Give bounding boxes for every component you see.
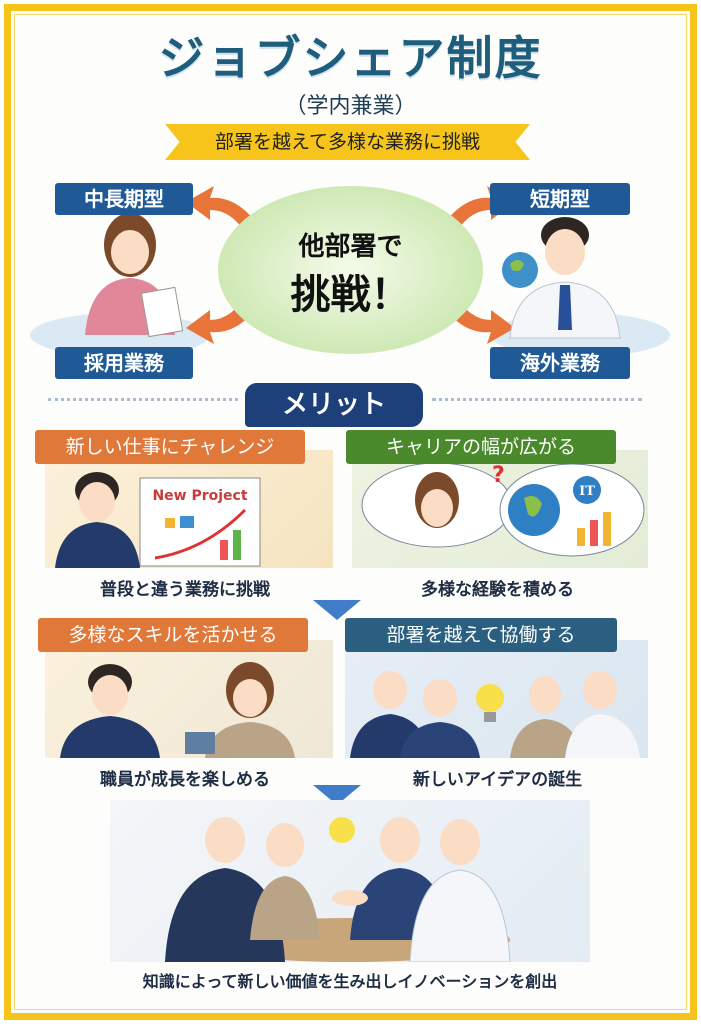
tag-recruiting: 採用業務 [55,347,193,379]
woman-illustration [85,213,184,338]
center-text-line2: 挑戦！ [290,272,411,318]
tag-overseas: 海外業務 [490,347,630,379]
poster-title: ジョブシェア制度 [158,31,543,85]
card-image-collaboration [345,640,648,758]
card-caption-collaboration: 新しいアイデアの誕生 [412,770,583,790]
card-image-skills [45,640,333,758]
svg-text:?: ? [492,463,505,488]
man-illustration [502,217,621,339]
center-bubble [218,186,483,354]
tagline-ribbon: 部署を越えて多様な業務に挑戦 [165,124,530,160]
card-image-new-project: New Project [45,450,333,568]
divider-right [432,398,642,401]
card-image-career: IT ? [352,450,648,568]
conclusion-caption: 知識によって新しい価値を生み出しイノベーションを創出 [142,972,558,991]
center-text-line1: 他部署で [298,232,403,262]
it-badge-text: IT [579,484,595,499]
divider-left [48,398,238,401]
poster-subtitle: （学内兼業） [284,94,417,119]
card-title-collaboration: 部署を越えて協働する [345,618,617,652]
card-title-career: キャリアの幅が広がる [346,430,616,464]
merit-heading: メリット [245,383,423,427]
arrow-down-icon [313,600,361,620]
card-title-skills: 多様なスキルを活かせる [38,618,308,652]
card-caption-skills: 職員が成長を楽しめる [100,770,270,790]
tag-long-term: 中長期型 [55,183,193,215]
card-caption-new-challenge: 普段と違う業務に挑戦 [100,580,270,600]
card-caption-career: 多様な経験を積める [421,580,574,600]
tag-short-term: 短期型 [490,183,630,215]
whiteboard-text: New Project [152,488,247,504]
card-title-new-challenge: 新しい仕事にチャレンジ [35,430,305,464]
conclusion-image-handshake [110,800,590,962]
